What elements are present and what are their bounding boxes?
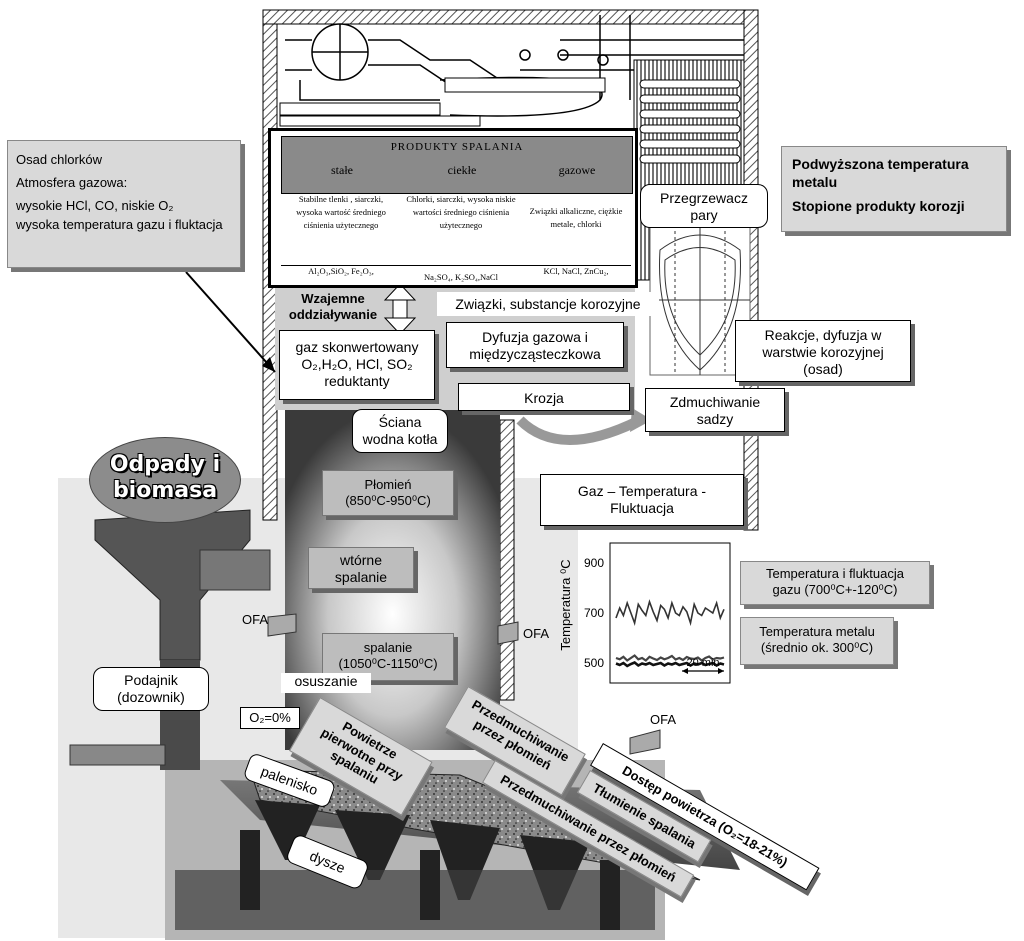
metal-temp-label: Temperatura metalu (średnio ok. 300⁰C) (740, 617, 894, 665)
col-header-liquid: ciekłe (447, 163, 477, 177)
combustion-line-1: spalanie (363, 640, 413, 655)
metal-line-2: Stopione produkty korozji (792, 198, 965, 215)
combustion-line-2: (1050⁰C-1150⁰C) (338, 655, 438, 671)
y-tick-label-700: 700 (584, 606, 604, 620)
y-tick-label-900: 900 (584, 556, 604, 570)
products-title: PRODUKTY SPALANIA (390, 141, 524, 153)
ofa-right-label: OFA (522, 626, 549, 641)
series-line-2 (615, 654, 725, 662)
interaction-label: Wzajemne oddziaływanie (288, 291, 378, 323)
water-wall-label: Ściana wodna kotła (352, 409, 448, 453)
deposit-conditions-box: Osad chlorków Atmosfera gazowa: wysokie … (7, 140, 241, 268)
series-line-3 (615, 661, 725, 668)
formula-liquid: Na₂SO₄, K₂SO₄,NaCl (424, 272, 498, 282)
deposit-line-1: Osad chlorków (16, 152, 102, 167)
col-header-solid: stałe (331, 163, 353, 177)
converted-gas-line-2: O₂,H₂O, HCl, SO₂ (301, 355, 413, 372)
deposit-line-3: wysokie HCl, CO, niskie O₂ (16, 197, 174, 213)
soot-curved-arrow (516, 415, 643, 445)
desc-gas: Związki alkaliczne, ciężkie metale, chlo… (529, 206, 623, 230)
temperature-chart: 900 700 500 20 min Temperatura ⁰C (548, 535, 738, 690)
temperature-chart-svg: 900 700 500 20 min (584, 542, 731, 684)
products-table-header: PRODUKTY SPALANIA stałe ciekłe gazowe (281, 136, 633, 194)
gas-temp-fluct-label: Temperatura i fluktuacja gazu (700⁰C+-12… (740, 561, 930, 605)
diffusion-box: Dyfuzja gazowa i międzycząsteczkowa (446, 322, 624, 368)
ofa-bottom-label: OFA (649, 712, 676, 727)
series-line-1 (615, 599, 725, 627)
col-header-gas: gazowe (558, 163, 596, 177)
desc-liquid: Chlorki, siarczki, wysoka niskie wartośc… (406, 194, 516, 231)
deposit-line-2: Atmosfera gazowa: (16, 174, 128, 190)
metal-line-1: Podwyższona temperatura metalu (792, 156, 969, 191)
ofa-bottom-nozzle (629, 729, 661, 755)
metal-conditions-box: Podwyższona temperatura metalu Stopione … (781, 146, 1007, 232)
time-scale-arrow-2 (718, 668, 724, 674)
superheater-label: Przegrzewacz pary (640, 184, 768, 228)
flame-line-2: (850⁰C-950⁰C) (345, 492, 431, 508)
drying-label: osuszanie (281, 673, 371, 693)
time-scale-arrow-1 (682, 668, 688, 674)
boiler-top-wall (262, 9, 759, 25)
metal-temp-line-1: Temperatura metalu (759, 624, 875, 639)
combustion-products-table: PRODUKTY SPALANIA stałe ciekłe gazowe St… (268, 128, 638, 288)
formula-gas: KCl, NaCl, ZnCu₂, (543, 266, 609, 276)
converted-gas-line-1: gaz skonwertowany (295, 339, 419, 355)
secondary-combustion-label: wtórne spalanie (308, 547, 414, 589)
metal-temp-line-2: (średnio ok. 300⁰C) (760, 639, 874, 655)
o2-zero-label: O₂=0% (240, 707, 300, 729)
converted-gas-line-3: reduktanty (324, 372, 390, 389)
chart-y-axis-label: Temperatura ⁰C (558, 559, 573, 651)
soot-blowing-box: Zdmuchiwanie sadzy (645, 388, 785, 432)
deposit-pointer-line (185, 271, 276, 373)
ofa-left-label: OFA (241, 612, 268, 627)
interaction-double-arrow (383, 283, 417, 335)
corrosion-box: Krozja (458, 383, 630, 411)
waste-biomass-label: Odpady i biomasa (109, 452, 221, 504)
feeder-label: Podajnik (dozownik) (93, 667, 209, 711)
formula-solid: Al₂O₃,SiO₂, Fe₂O₃, (308, 266, 374, 276)
nozzle-cones (255, 800, 590, 910)
waste-biomass-badge (89, 437, 241, 523)
fan-machinery (285, 15, 744, 117)
gas-temp-fluct-box: Gaz – Temperatura - Fluktuacja (540, 474, 744, 526)
corrosive-compounds-label: Związki, substancje korozyjne (437, 292, 659, 316)
time-scale-label: 20 min (686, 657, 719, 669)
flame-line-1: Płomień (364, 477, 412, 492)
flame-label: Płomień (850⁰C-950⁰C) (322, 470, 454, 516)
desc-solid: Stabilne tlenki , siarczki, wysoka warto… (296, 194, 386, 231)
converted-gas-box: gaz skonwertowany O₂,H₂O, HCl, SO₂ reduk… (279, 330, 435, 400)
ofa-left-nozzle (267, 613, 297, 637)
gas-temp-fluct-line-2: gazu (700⁰C+-120⁰C) (772, 581, 898, 597)
gas-temp-fluct-line-1: Temperatura i fluktuacja (765, 566, 904, 581)
fuel-bed (249, 769, 701, 881)
y-tick-label-500: 500 (584, 656, 604, 670)
deposit-line-4: wysoka temperatura gazu i fluktacja (16, 217, 223, 233)
ofa-right-nozzle (497, 621, 519, 645)
reactions-box: Reakcje, dyfuzja w warstwie korozyjnej (… (735, 320, 911, 382)
